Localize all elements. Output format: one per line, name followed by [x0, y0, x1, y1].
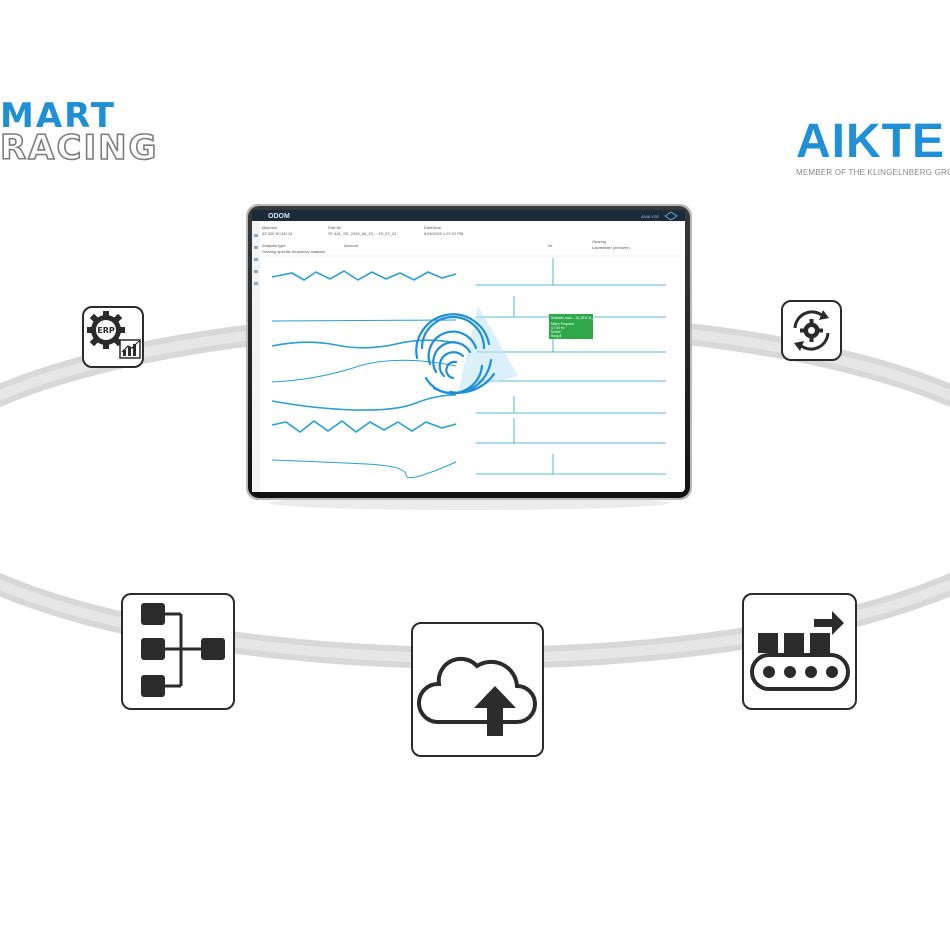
tooltip-line3: Schleif: [551, 330, 561, 334]
machine-value[interactable]: AT 300 SCAN 14: [262, 231, 293, 236]
erp-gear-chart-icon: ERP: [87, 311, 141, 359]
analysis-value[interactable]: Gearing specific frequency analysis: [262, 249, 325, 254]
cloud-upload-icon: [416, 656, 537, 736]
hierarchy-icon: [141, 603, 225, 697]
tooltip-line4: Rang 8: [551, 334, 562, 338]
logo-left-line2: RACING: [0, 128, 159, 168]
part-label: Part-Nr.: [328, 225, 342, 230]
part-value[interactable]: ST-481_SS_2025_06_19_...19_07_21: [328, 231, 397, 236]
tooltip-line2: 4.7 60 Hz: [551, 326, 565, 330]
tablet-device: ODOM ANALYSE Machine AT 300 SCAN 14 Part…: [246, 196, 692, 510]
app-title: ODOM: [268, 213, 290, 220]
smart-gracing-logo: MART RACING: [0, 96, 210, 168]
erp-icon-box[interactable]: ERP: [82, 306, 144, 368]
logo-right-name: AIKTE: [796, 115, 945, 168]
time-signals: [271, 270, 457, 479]
cloud-icon-box[interactable]: [411, 622, 544, 757]
spectrum-tooltip: [549, 314, 593, 339]
logo-right-tagline: MEMBER OF THE KLINGELNBERG GROUP: [796, 168, 950, 177]
tablet-screen: ODOM ANALYSE Machine AT 300 SCAN 14 Part…: [246, 204, 692, 510]
analysis-label: Analysis type: [262, 243, 286, 248]
erp-label: ERP: [97, 326, 115, 335]
app-user-label[interactable]: ANALYSE: [641, 214, 659, 219]
gearing-value[interactable]: Lapmeister (zeroizer): [592, 245, 630, 250]
gear-cycle-icon: [793, 310, 830, 351]
logo-left-line1: MART: [0, 96, 116, 136]
conveyor-belt-icon: [750, 611, 850, 691]
datetime-label: Date/time: [424, 225, 442, 230]
datetime-value[interactable]: 6/16/2025 1:07:22 PM: [424, 231, 463, 236]
tooltip-header: Schleifen scan... 18_9512 III_n: [551, 316, 595, 320]
brand-icon: [664, 211, 678, 221]
amount-label: Amount: [344, 243, 359, 248]
conveyor-icon-box[interactable]: [742, 593, 857, 710]
gearing-label: Gearing: [592, 239, 606, 244]
tooth-label: Nr.: [548, 243, 553, 248]
process-icon-box[interactable]: [781, 300, 842, 361]
tooltip-line1: Mitten Frequenz: [551, 322, 574, 326]
fingerprint-icon: [415, 306, 518, 395]
frequency-spectra: [476, 258, 666, 475]
aiktec-logo: AIKTE MEMBER OF THE KLINGELNBERG GROUP: [796, 115, 950, 178]
machine-label: Machine: [262, 225, 278, 230]
hierarchy-icon-box[interactable]: [121, 593, 235, 710]
